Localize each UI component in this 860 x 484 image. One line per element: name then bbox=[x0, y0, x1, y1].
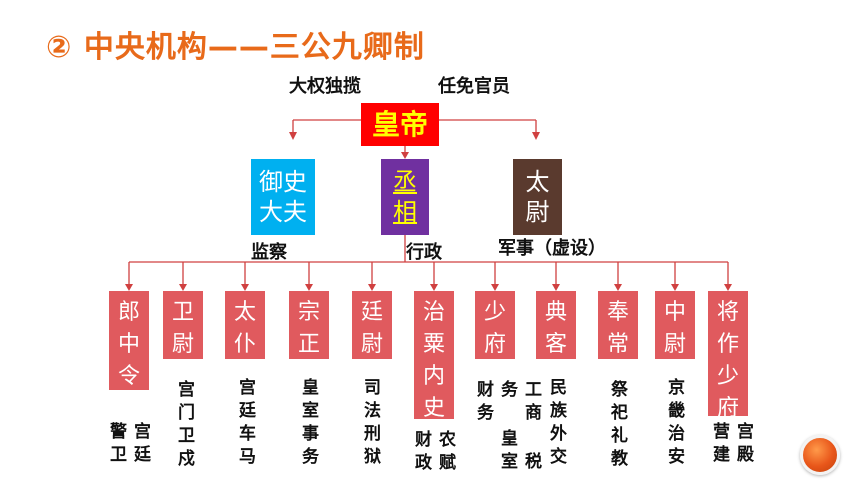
minister-char: 廷 bbox=[360, 300, 383, 325]
minister-char: 尉 bbox=[360, 331, 383, 357]
minister-zhongwei: 中 尉 bbox=[655, 291, 695, 359]
duty-line: 宫廷车马 bbox=[235, 378, 255, 470]
duty-zongzheng: 皇室事务 bbox=[296, 378, 320, 470]
minister-char: 中 bbox=[663, 300, 686, 325]
minister-char: 常 bbox=[606, 331, 629, 357]
emperor-label: 皇帝 bbox=[371, 108, 428, 141]
minister-char: 将 bbox=[716, 300, 739, 325]
minister-fengchang: 奉 常 bbox=[598, 291, 638, 359]
duty-fengchang: 祭祀礼教 bbox=[605, 380, 629, 472]
caption-supervise: 监察 bbox=[251, 242, 287, 263]
emperor-box: 皇帝 bbox=[361, 103, 439, 146]
duty-line: 宫殿 bbox=[733, 422, 753, 468]
minister-char: 史 bbox=[422, 395, 445, 421]
duty-line: 皇室事务 bbox=[298, 378, 318, 470]
duty-shaofu: 工商 税务 皇室 财务 bbox=[471, 380, 543, 484]
caption-admin: 行政 bbox=[406, 242, 442, 263]
minister-zhisuneishi: 治 粟 内 史 bbox=[414, 291, 454, 421]
duty-line: 京畿治安 bbox=[664, 378, 684, 470]
duty-line: 营建 bbox=[709, 422, 729, 468]
minister-dianke: 典 客 bbox=[536, 291, 576, 359]
yushi-line-1: 御史 bbox=[259, 168, 307, 196]
duty-line: 警卫 bbox=[106, 422, 126, 468]
minister-char: 府 bbox=[483, 331, 506, 357]
taiwei-line-1: 太 bbox=[525, 168, 550, 196]
duty-line: 司法刑狱 bbox=[360, 378, 380, 470]
duty-line: 财务 bbox=[473, 380, 493, 426]
duty-zhongwei: 京畿治安 bbox=[662, 378, 686, 470]
minister-taipu: 太 仆 bbox=[225, 291, 265, 359]
minister-shaofu: 少 府 bbox=[475, 291, 515, 359]
duty-line: 宫门卫戍 bbox=[174, 380, 194, 472]
minister-langzhongling: 郎 中 令 bbox=[109, 291, 149, 390]
minister-char: 郎 bbox=[117, 300, 140, 325]
minister-weiwei: 卫 尉 bbox=[163, 291, 203, 359]
duty-line: 民族外交 bbox=[546, 378, 566, 470]
minister-jiangzuoshaofu: 将 作 少 府 bbox=[708, 291, 748, 421]
caption-power: 大权独揽 bbox=[289, 76, 361, 97]
duty-line: 皇室 bbox=[497, 429, 517, 475]
duty-line: 工商 bbox=[521, 380, 541, 426]
duty-jiangzuoshaofu: 宫殿 营建 bbox=[707, 422, 755, 484]
duty-line: 宫廷 bbox=[130, 422, 150, 468]
minister-char: 典 bbox=[544, 300, 567, 325]
duty-line: 税务 bbox=[497, 380, 541, 475]
duty-langzhongling: 宫廷 警卫 bbox=[104, 422, 152, 484]
minister-char: 中 bbox=[117, 331, 140, 357]
taiwei-box: 太 尉 bbox=[513, 159, 562, 235]
minister-char: 尉 bbox=[171, 331, 194, 357]
chengxiang-box: 丞 相 bbox=[381, 159, 429, 235]
duty-line: 农赋 bbox=[435, 430, 455, 476]
duty-line: 祭祀礼教 bbox=[607, 380, 627, 472]
taiwei-line-2: 尉 bbox=[525, 198, 550, 226]
minister-char: 粟 bbox=[422, 331, 445, 357]
caption-military: 军事（虚设） bbox=[498, 238, 606, 259]
minister-char: 作 bbox=[716, 331, 739, 357]
minister-char: 太 bbox=[233, 300, 256, 325]
minister-char: 卫 bbox=[171, 300, 194, 325]
yushi-dafu-box: 御史 大夫 bbox=[251, 159, 315, 235]
minister-char: 府 bbox=[716, 395, 739, 421]
duty-weiwei: 宫门卫戍 bbox=[172, 380, 196, 472]
page-title: ② 中央机构——三公九卿制 bbox=[46, 30, 425, 65]
duty-dianke: 民族外交 bbox=[544, 378, 568, 470]
cheng-line-1: 丞 bbox=[393, 168, 417, 196]
minister-char: 正 bbox=[297, 331, 320, 357]
minister-tingwei: 廷 尉 bbox=[352, 291, 392, 359]
duty-zhisuneishi: 农赋 财政 bbox=[409, 430, 457, 484]
minister-char: 令 bbox=[117, 363, 140, 389]
minister-char: 治 bbox=[422, 300, 445, 325]
minister-char: 宗 bbox=[297, 300, 320, 325]
minister-char: 尉 bbox=[663, 331, 686, 357]
yushi-line-2: 大夫 bbox=[259, 198, 307, 226]
minister-char: 客 bbox=[544, 331, 567, 357]
caption-appoint: 任免官员 bbox=[438, 76, 510, 97]
minister-char: 少 bbox=[716, 363, 739, 389]
minister-zongzheng: 宗 正 bbox=[289, 291, 329, 359]
minister-char: 仆 bbox=[233, 331, 256, 357]
minister-char: 奉 bbox=[606, 300, 629, 325]
duty-taipu: 宫廷车马 bbox=[233, 378, 257, 470]
minister-char: 内 bbox=[422, 363, 445, 389]
duty-line: 财政 bbox=[411, 430, 431, 476]
next-slide-button[interactable] bbox=[800, 435, 840, 475]
cheng-line-2: 相 bbox=[393, 198, 417, 226]
minister-char: 少 bbox=[483, 300, 506, 325]
duty-tingwei: 司法刑狱 bbox=[358, 378, 382, 470]
